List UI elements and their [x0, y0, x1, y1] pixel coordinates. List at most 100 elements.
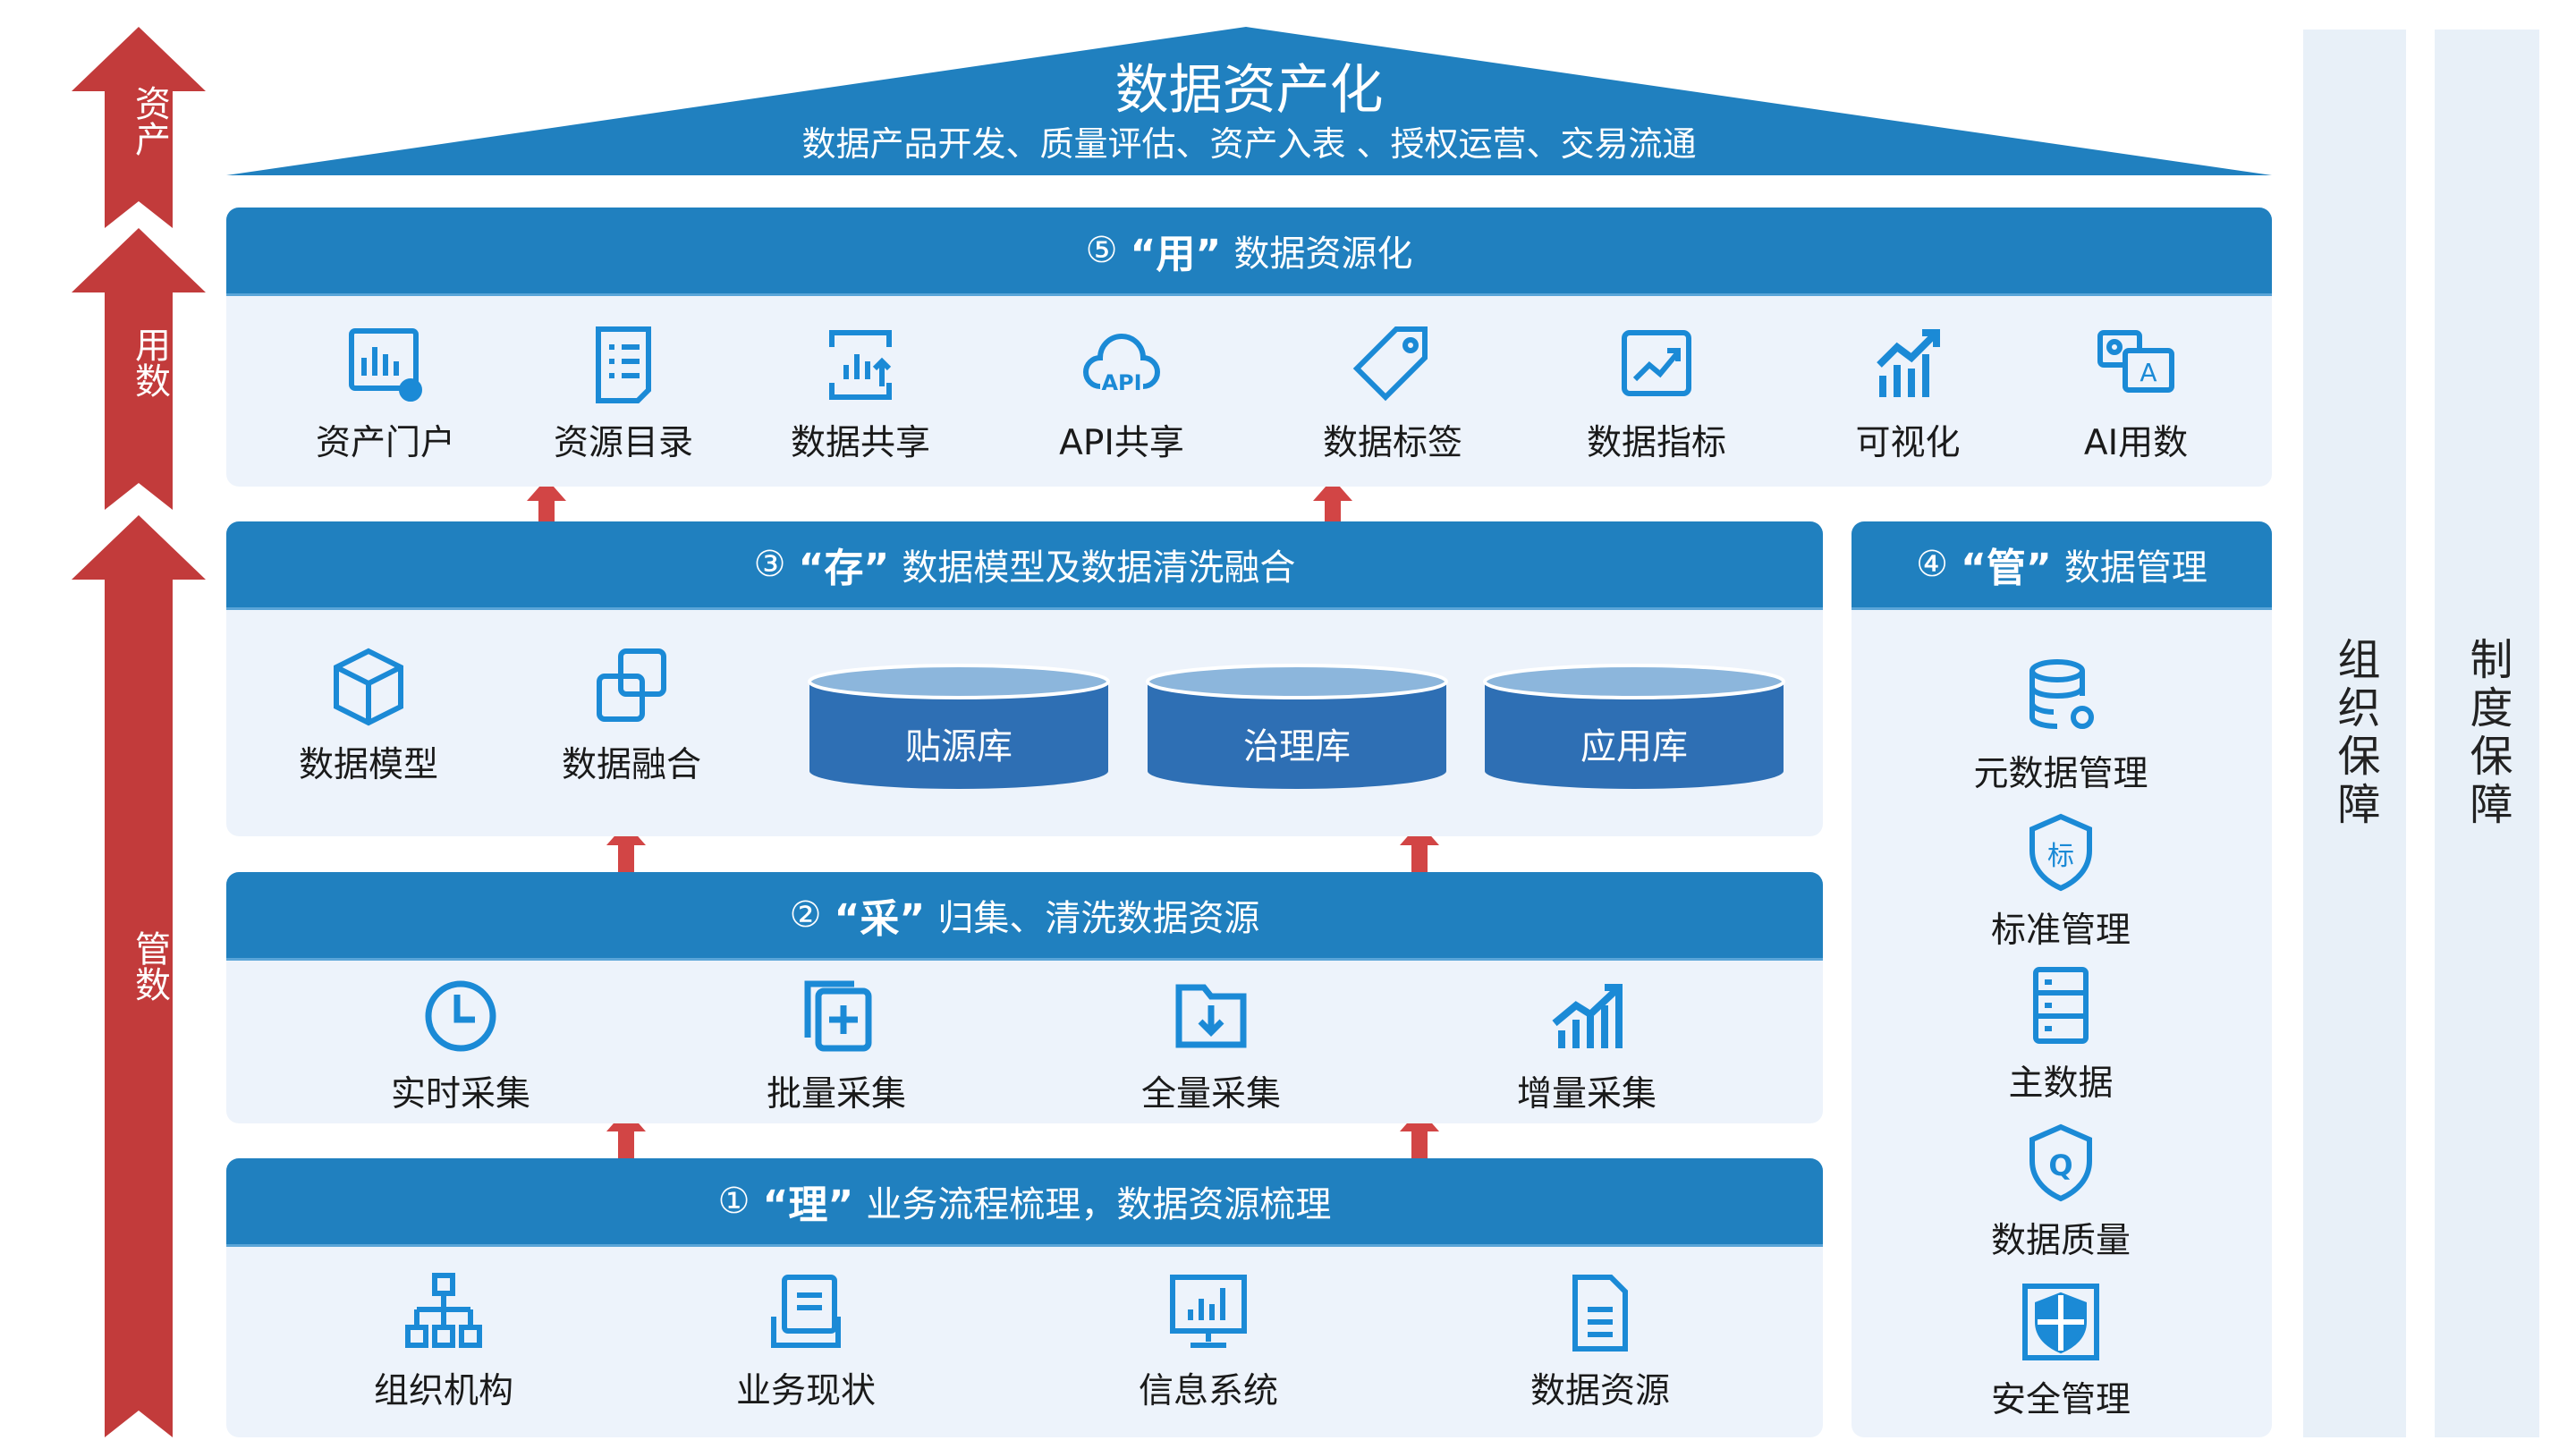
item-label: 安全管理 [1990, 1380, 2131, 1420]
item-organization[interactable]: 组织机构 [327, 1270, 560, 1413]
item-label: 可视化 [1855, 423, 1961, 463]
item-label: 业务现状 [735, 1371, 876, 1411]
item-data-sharing[interactable]: 数据共享 [744, 322, 977, 465]
item-label: 数据模型 [298, 745, 438, 785]
item-label: 元数据管理 [1973, 754, 2148, 794]
item-label: 资产门户 [315, 423, 455, 463]
step-key: “理” [762, 1182, 854, 1228]
server-list-icon [2033, 967, 2089, 1044]
section-store-header: ③“存”数据模型及数据清洗融合 [226, 521, 1823, 610]
arrow-label-use: 用数 [129, 326, 170, 398]
step-title: 数据管理 [2063, 547, 2207, 589]
step-key: “存” [798, 546, 890, 591]
item-data-model[interactable]: 数据模型 [252, 644, 485, 787]
item-label: 增量采集 [1516, 1074, 1657, 1114]
step-key: “用” [1130, 232, 1222, 277]
step-number: ⑤ [1085, 230, 1118, 271]
section-manage-header: ④ “管” 数据管理 [1852, 521, 2272, 610]
item-data-quality[interactable]: Q 数据质量 [1945, 1120, 2177, 1263]
item-visualization[interactable]: 可视化 [1792, 322, 2024, 465]
section-sort: ① “理” 业务流程梳理，数据资源梳理 [226, 1158, 1823, 1437]
db-source[interactable]: 贴源库 [808, 662, 1110, 792]
item-info-system[interactable]: 信息系统 [1092, 1270, 1325, 1413]
security-shield-icon [2022, 1284, 2099, 1360]
org-chart-icon [405, 1273, 482, 1348]
item-resource-catalog[interactable]: 资源目录 [507, 322, 740, 465]
item-label: 数据共享 [790, 423, 930, 463]
item-label: 数据融合 [561, 745, 701, 785]
item-business-status[interactable]: 业务现状 [690, 1270, 922, 1413]
database-cylinder-icon [808, 664, 1110, 789]
arrow-use-data [72, 228, 206, 510]
item-data-resources[interactable]: 数据资源 [1484, 1270, 1716, 1413]
step-number: ① [717, 1181, 750, 1222]
item-incremental-collect[interactable]: 增量采集 [1470, 973, 1703, 1116]
list-document-icon [596, 326, 651, 403]
item-data-metrics[interactable]: 数据指标 [1540, 322, 1773, 465]
item-metadata[interactable]: 元数据管理 [1945, 653, 2177, 796]
tag-icon [1352, 326, 1428, 402]
step-title: 数据资源化 [1233, 233, 1413, 275]
item-full-collect[interactable]: 全量采集 [1095, 973, 1327, 1116]
roof-title: 数据资产化 [1114, 59, 1384, 122]
item-data-fusion[interactable]: 数据融合 [515, 644, 748, 787]
step-number: ④ [1916, 544, 1948, 585]
incremental-chart-icon [1552, 984, 1623, 1048]
section-use-header: ⑤ “用” 数据资源化 [226, 208, 2272, 296]
folder-download-icon [1175, 984, 1247, 1048]
qa-chat-icon: A [2097, 330, 2174, 393]
item-label: 数据质量 [1990, 1221, 2131, 1261]
monitor-eye-icon [349, 328, 422, 402]
step-key: “采” [834, 896, 926, 942]
database-cylinder-icon [1483, 664, 1785, 789]
arrow-manage-data [72, 515, 206, 1437]
item-label: 资源目录 [553, 423, 693, 463]
bar-growth-icon [1877, 329, 1940, 397]
section-collect-header: ②“采”归集、清洗数据资源 [226, 872, 1823, 961]
item-label: 数据标签 [1322, 423, 1462, 463]
arrow-assets [72, 27, 206, 228]
step-title: 业务流程梳理，数据资源梳理 [866, 1184, 1332, 1225]
file-icon [1572, 1275, 1628, 1352]
item-label: 标准管理 [1990, 911, 2131, 951]
arrow-label-assets: 资产 [129, 85, 170, 157]
item-label: 数据资源 [1530, 1371, 1670, 1411]
item-standards[interactable]: 标标准管理 [1945, 809, 2177, 953]
item-master-data[interactable]: 主数据 [1945, 962, 2177, 1106]
left-arrows [72, 27, 206, 1437]
business-doc-icon [771, 1275, 841, 1348]
item-label: 数据指标 [1586, 423, 1726, 463]
roof-subtitle: 数据产品开发、质量评估、资产入表 、授权运营、交易流通 [801, 124, 1697, 164]
trend-chart-icon [1622, 330, 1691, 396]
step-title: 归集、清洗数据资源 [937, 898, 1260, 939]
item-api-sharing[interactable]: API API共享 [1005, 322, 1238, 465]
item-realtime-collect[interactable]: 实时采集 [344, 973, 577, 1116]
svg-text:API: API [1101, 370, 1141, 395]
db-application[interactable]: 应用库 [1483, 662, 1785, 792]
item-label: 主数据 [2008, 1063, 2114, 1104]
arrow-label-manage: 管数 [129, 930, 170, 1002]
quality-shield-icon: Q [2029, 1123, 2092, 1202]
item-security[interactable]: 安全管理 [1945, 1279, 2177, 1422]
item-label: API共享 [1059, 423, 1184, 463]
svg-text:标: 标 [2047, 841, 2074, 872]
clock-icon [425, 980, 496, 1052]
org-guarantee-column: 组织保障 [2303, 30, 2406, 1437]
db-governance[interactable]: 治理库 [1146, 662, 1448, 792]
step-title: 数据模型及数据清洗融合 [902, 547, 1296, 589]
section-collect: ②“采”归集、清洗数据资源 [226, 872, 1823, 1123]
item-batch-collect[interactable]: 批量采集 [720, 973, 953, 1116]
step-key: “管” [1961, 546, 2052, 591]
merge-squares-icon [597, 648, 666, 722]
roof-triangle [226, 27, 2272, 175]
item-ai-data[interactable]: A AI用数 [2020, 322, 2252, 465]
item-label: 组织机构 [373, 1371, 513, 1411]
section-use: ⑤ “用” 数据资源化 [226, 208, 2272, 487]
item-data-tags[interactable]: 数据标签 [1276, 322, 1509, 465]
item-label: 实时采集 [390, 1074, 530, 1114]
item-asset-portal[interactable]: 资产门户 [269, 322, 502, 465]
item-label: 全量采集 [1140, 1074, 1281, 1114]
item-label: AI用数 [2083, 423, 2189, 463]
db-label: 治理库 [1243, 726, 1351, 767]
item-label: 批量采集 [766, 1074, 906, 1114]
